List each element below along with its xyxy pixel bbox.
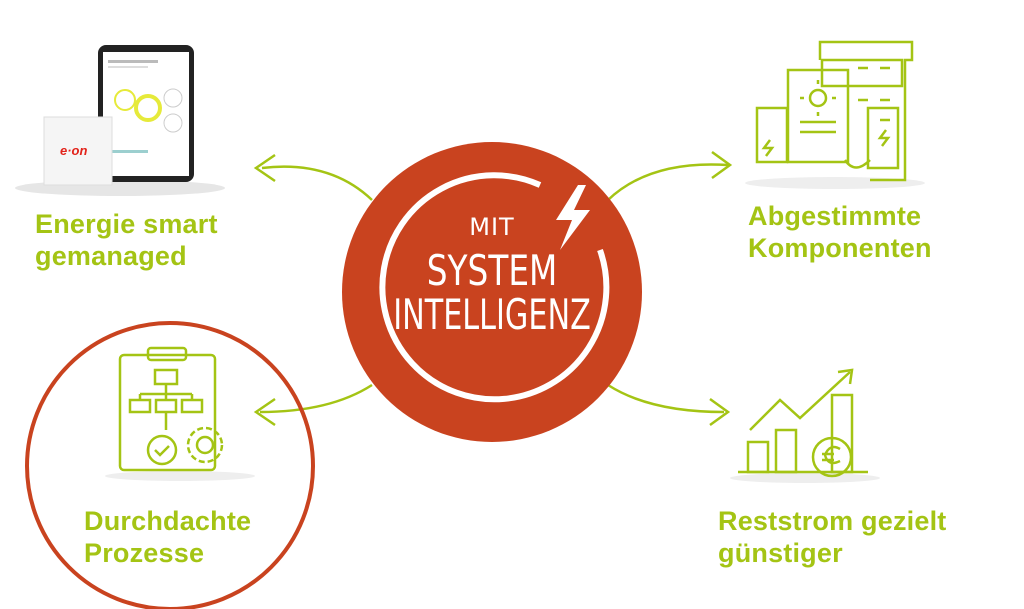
center-label-mit: MIT [469, 213, 515, 241]
label-reststrom: Reststrom gezielt günstiger [718, 505, 946, 569]
eon-logo: e·on [60, 143, 88, 158]
arrowhead-top-right [711, 150, 733, 180]
arrow-bottom-right [607, 383, 725, 414]
center-label-intelligenz: INTELLIGENZ [393, 290, 591, 339]
flowchart-gear-icon [105, 346, 255, 481]
highlight-ring [25, 321, 315, 609]
lightning-icon [556, 185, 590, 250]
label-line: Durchdachte [84, 506, 252, 536]
label-abgestimmte-komponenten: Abgestimmte Komponenten [748, 200, 932, 264]
label-line: Reststrom gezielt [718, 506, 947, 536]
chart-euro-icon [730, 368, 880, 483]
arrow-bottom-left [259, 383, 373, 414]
label-energie-smart: Energie smart gemanaged [35, 208, 218, 272]
arrow-top-left [261, 165, 373, 201]
label-line: günstiger [718, 538, 843, 568]
connector-arrows [253, 150, 733, 427]
tablet-device-icon: e·on [15, 45, 225, 196]
building-solar-battery-icon [745, 40, 925, 189]
center-label-system: SYSTEM [426, 246, 558, 295]
label-line: Komponenten [748, 233, 932, 263]
label-line: Abgestimmte [748, 201, 922, 231]
arrowhead-top-left [253, 153, 276, 183]
label-line: Prozesse [84, 538, 205, 568]
label-durchdachte-prozesse: Durchdachte Prozesse [84, 505, 251, 569]
arrow-top-right [607, 163, 729, 201]
label-line: gemanaged [35, 241, 187, 271]
arrowhead-bottom-right [709, 397, 731, 427]
label-line: Energie smart [35, 209, 218, 239]
arrowhead-bottom-left [253, 397, 276, 427]
center-ring [379, 172, 610, 403]
